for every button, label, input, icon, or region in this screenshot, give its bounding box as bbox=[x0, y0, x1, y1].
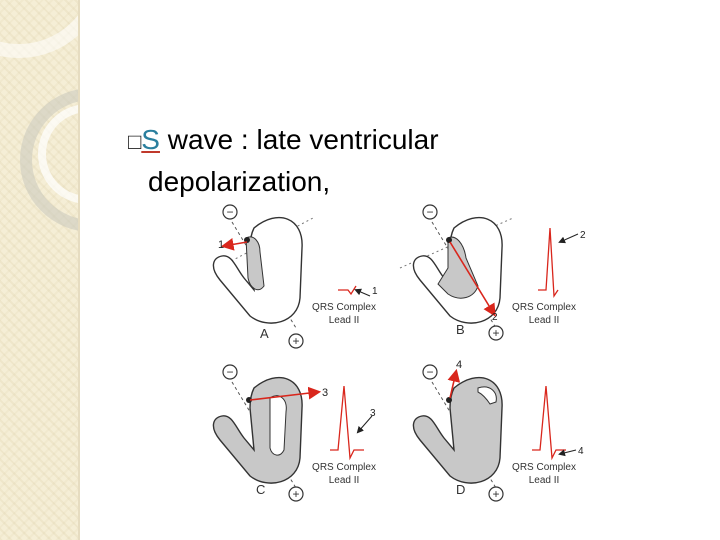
qrs-trace bbox=[532, 386, 566, 458]
decorative-ring bbox=[0, 0, 78, 58]
s-wave-letter: S bbox=[141, 124, 160, 155]
qrs-complex-label: QRS Complex bbox=[512, 462, 576, 473]
bullet-line1-rest: wave : late ventricular bbox=[160, 124, 439, 155]
figure-svg: − 1 + A 1 QRS Complex Lead II − bbox=[198, 198, 590, 510]
qrs-complex-label: QRS Complex bbox=[312, 302, 376, 313]
decorative-side-band bbox=[0, 0, 78, 540]
plus-sign: + bbox=[492, 487, 499, 501]
bullet-line2: depolarization, bbox=[128, 162, 568, 202]
panel-a-letter: A bbox=[260, 326, 269, 341]
panel-c-letter: C bbox=[256, 482, 265, 497]
vector-arrow bbox=[224, 242, 247, 246]
lead-ii-label: Lead II bbox=[529, 315, 560, 326]
bullet-text: □S wave : late ventricular depolarizatio… bbox=[128, 120, 568, 202]
panel-a: − 1 + A 1 QRS Complex Lead II bbox=[213, 205, 378, 348]
panel-d-letter: D bbox=[456, 482, 465, 497]
node-dot bbox=[446, 397, 452, 403]
band-edge-divider bbox=[78, 0, 80, 540]
minus-sign: − bbox=[426, 365, 433, 379]
lead-ii-label: Lead II bbox=[329, 475, 360, 486]
pointer-arrow bbox=[560, 234, 578, 242]
panel-b-number-right: 2 bbox=[580, 230, 586, 241]
minus-sign: − bbox=[226, 205, 233, 219]
panel-a-number-left: 1 bbox=[218, 239, 224, 251]
heart-outline bbox=[213, 378, 302, 484]
ventricular-depolarization-figure: − 1 + A 1 QRS Complex Lead II − bbox=[198, 198, 590, 510]
node-dot bbox=[446, 237, 452, 243]
qrs-complex-label: QRS Complex bbox=[312, 462, 376, 473]
panel-c-number-right: 3 bbox=[370, 408, 376, 419]
panel-b-number-bottom: 2 bbox=[492, 312, 498, 323]
qrs-trace bbox=[338, 286, 356, 294]
plus-sign: + bbox=[492, 326, 499, 340]
panel-d-number-top: 4 bbox=[456, 359, 462, 371]
panel-d-number-right: 4 bbox=[578, 446, 584, 457]
minus-sign: − bbox=[226, 365, 233, 379]
panel-d: − 4 + D 4 QRS Complex Lead II bbox=[413, 359, 584, 501]
panel-b: − + 2 B 2 QRS Complex Lead II bbox=[400, 205, 586, 340]
qrs-complex-label: QRS Complex bbox=[512, 302, 576, 313]
qrs-trace bbox=[538, 228, 558, 296]
plus-sign: + bbox=[292, 487, 299, 501]
bullet-glyph: □ bbox=[128, 129, 141, 154]
lead-ii-label: Lead II bbox=[329, 315, 360, 326]
pointer-arrow bbox=[356, 290, 370, 296]
qrs-trace bbox=[330, 386, 364, 458]
minus-sign: − bbox=[426, 205, 433, 219]
panel-b-letter: B bbox=[456, 322, 465, 337]
remaining-region bbox=[270, 396, 286, 455]
panel-c: − 3 + C 3 QRS Complex Lead II bbox=[213, 365, 376, 501]
panel-c-number-top: 3 bbox=[322, 387, 328, 399]
panel-a-number-right: 1 bbox=[372, 286, 378, 297]
lead-ii-label: Lead II bbox=[529, 475, 560, 486]
plus-sign: + bbox=[292, 334, 299, 348]
